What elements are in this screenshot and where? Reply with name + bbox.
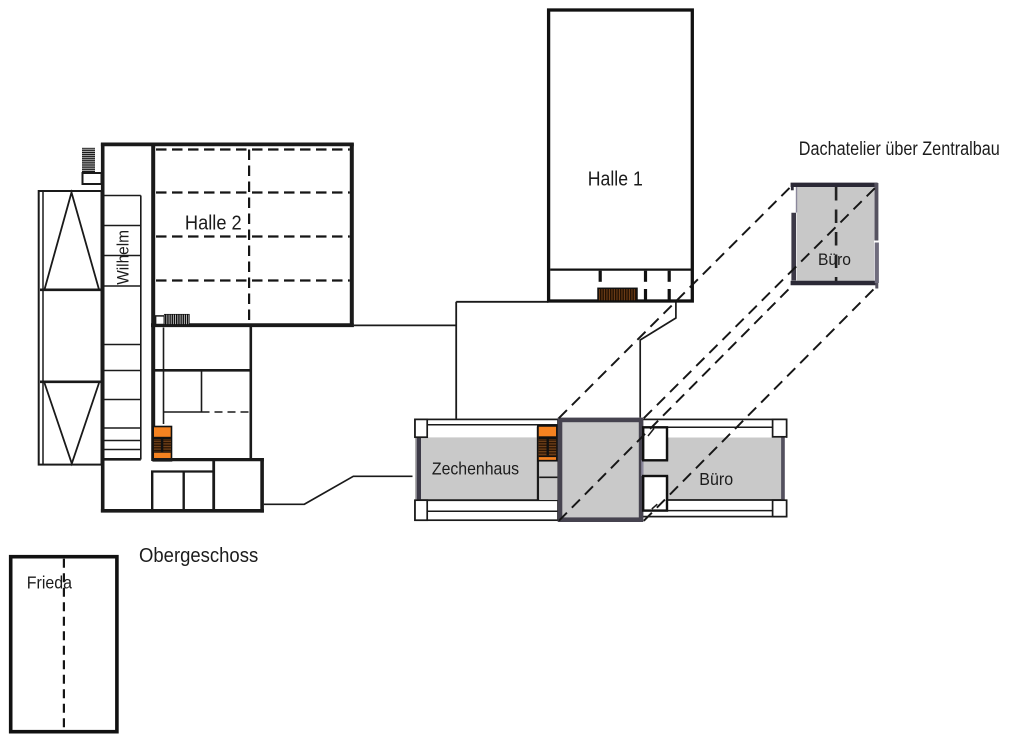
svg-text:Dachatelier über Zentralbau: Dachatelier über Zentralbau [799, 138, 1000, 160]
svg-text:Büro: Büro [818, 250, 851, 269]
svg-text:Wilhelm: Wilhelm [115, 230, 133, 285]
svg-text:Büro: Büro [699, 469, 733, 489]
svg-text:Frieda: Frieda [27, 573, 72, 593]
svg-text:Zechenhaus: Zechenhaus [432, 458, 519, 478]
svg-text:Obergeschoss: Obergeschoss [139, 545, 258, 567]
svg-text:Halle 2: Halle 2 [185, 211, 242, 234]
svg-text:Halle 1: Halle 1 [588, 167, 643, 190]
